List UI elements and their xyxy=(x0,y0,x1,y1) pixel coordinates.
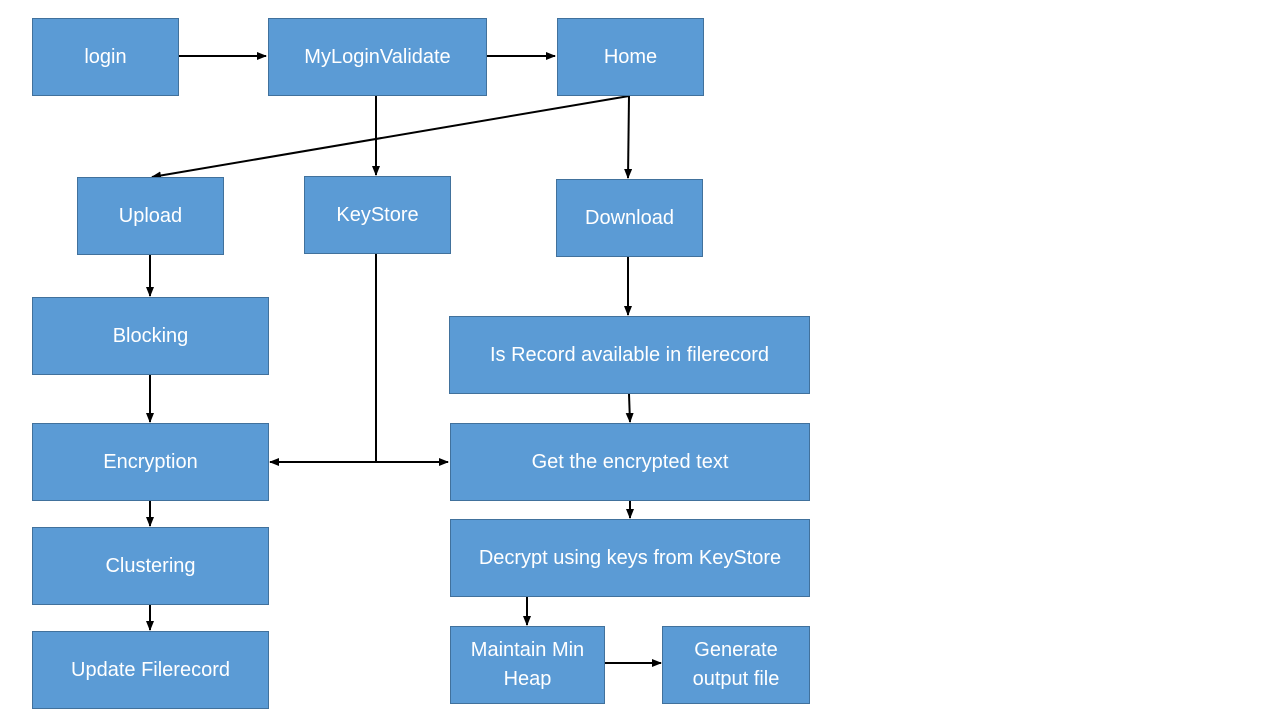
arrow-home-to-download xyxy=(624,95,633,179)
node-decrypt: Decrypt using keys from KeyStore xyxy=(450,519,810,597)
node-maintain-min-heap-label: Maintain Min Heap xyxy=(470,639,585,690)
node-upload: Upload xyxy=(77,177,224,255)
node-home-label: Home xyxy=(603,45,658,68)
node-get-encrypted-text-label: Get the encrypted text xyxy=(531,450,729,473)
node-home: Home xyxy=(557,18,704,96)
node-encryption-label: Encryption xyxy=(103,450,198,473)
node-update-filerecord-label: Update Filerecord xyxy=(71,658,230,681)
node-blocking: Blocking xyxy=(32,297,269,375)
node-update-filerecord: Update Filerecord xyxy=(32,631,269,709)
node-clustering-label: Clustering xyxy=(105,554,196,577)
node-login: login xyxy=(32,18,179,96)
arrow-home-to-upload xyxy=(151,95,630,180)
node-download-label: Download xyxy=(585,206,674,229)
node-blocking-label: Blocking xyxy=(112,324,189,347)
node-maintain-min-heap: Maintain Min Heap xyxy=(450,626,605,704)
node-login-label: login xyxy=(84,45,127,68)
node-upload-label: Upload xyxy=(118,204,183,227)
node-decrypt-label: Decrypt using keys from KeyStore xyxy=(478,546,782,569)
node-generate-output: Generate output file xyxy=(662,626,810,704)
node-encryption: Encryption xyxy=(32,423,269,501)
node-is-record-available-label: Is Record available in filerecord xyxy=(489,343,770,366)
node-clustering: Clustering xyxy=(32,527,269,605)
node-myloginvalidate: MyLoginValidate xyxy=(268,18,487,96)
node-keystore: KeyStore xyxy=(304,176,451,254)
node-get-encrypted-text: Get the encrypted text xyxy=(450,423,810,501)
node-generate-output-label: Generate output file xyxy=(692,639,780,690)
node-download: Download xyxy=(556,179,703,257)
node-myloginvalidate-label: MyLoginValidate xyxy=(304,45,451,68)
node-is-record-available: Is Record available in filerecord xyxy=(449,316,810,394)
node-keystore-label: KeyStore xyxy=(336,203,419,226)
arrow-isrecord-to-get-encrypted xyxy=(625,393,634,423)
